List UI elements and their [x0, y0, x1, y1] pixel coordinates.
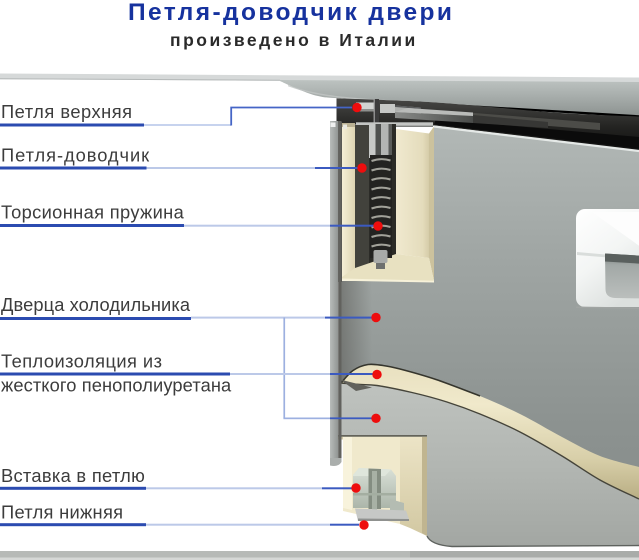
svg-text:Вставка в петлю: Вставка в петлю [1, 465, 145, 486]
svg-text:Петля-доводчик двери: Петля-доводчик двери [128, 0, 454, 26]
svg-text:Торсионная пружина: Торсионная пружина [1, 202, 185, 223]
svg-text:жесткого пенополиуретана: жесткого пенополиуретана [1, 375, 232, 396]
svg-text:Петля-доводчик: Петля-доводчик [1, 144, 150, 165]
svg-text:Петля верхняя: Петля верхняя [1, 101, 133, 122]
svg-text:Петля нижняя: Петля нижняя [1, 501, 123, 522]
svg-text:Теплоизоляция из: Теплоизоляция из [1, 351, 162, 372]
svg-text:Дверца холодильника: Дверца холодильника [1, 294, 191, 315]
svg-text:произведено в Италии: произведено в Италии [170, 30, 418, 50]
